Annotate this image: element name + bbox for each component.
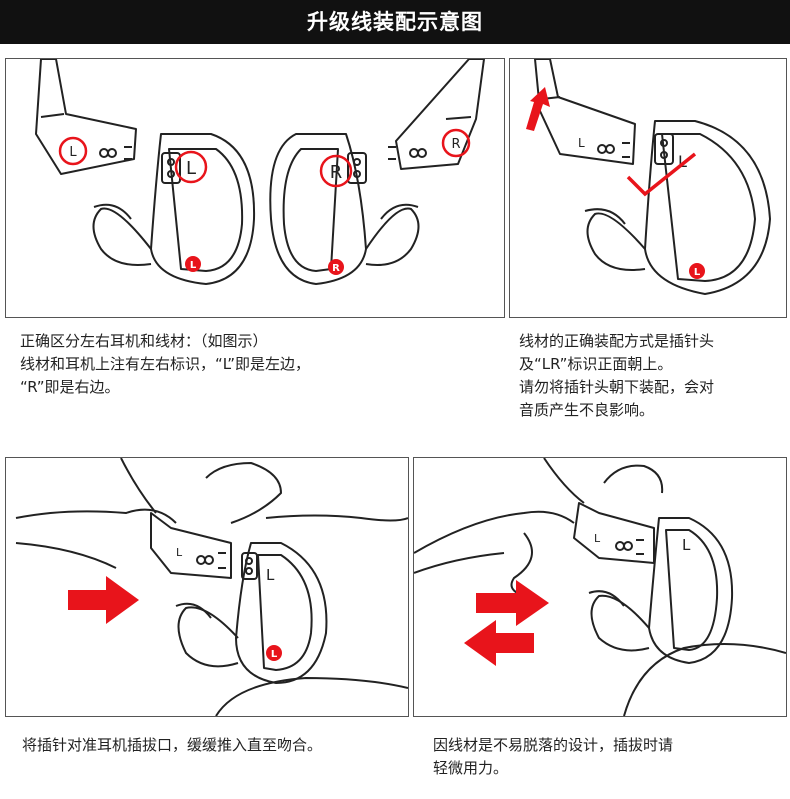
right-earphone-label: R — [330, 162, 343, 183]
panel-insert: L L L — [5, 457, 409, 717]
caption-insert: 将插针对准耳机插拔口，缓缓推入直至吻合。 — [22, 736, 323, 754]
caption-remove: 因线材是不易脱落的设计，插拔时请 轻微用力。 — [433, 736, 674, 777]
up-arrow-icon — [526, 87, 550, 131]
pin-orientation-illustration: L L L — [526, 59, 771, 295]
insert-plug-illustration: L L L — [15, 458, 408, 716]
caption-identify: 正确区分左右耳机和线材：（如图示） 线材和耳机上注有左右标识，“L”即是左边， … — [20, 332, 310, 396]
panel-pin-orientation: L L L — [509, 58, 787, 318]
left-dot-label: L — [190, 260, 197, 271]
left-earphone-label: L — [186, 158, 196, 179]
panel-identify-left-right: L L L R R R — [5, 58, 505, 318]
left-right-earphones-illustration: L L L R R R — [35, 59, 485, 285]
plug-label: L — [578, 136, 585, 150]
page-title: 升级线装配示意图 — [0, 0, 790, 44]
right-dot-label: R — [332, 263, 340, 274]
earphone-label: L — [266, 566, 275, 584]
left-plug-label: L — [69, 145, 77, 160]
remove-plug-illustration: L L — [414, 458, 786, 716]
right-plug-label: R — [451, 137, 460, 152]
dot-label: L — [694, 267, 701, 278]
push-arrow-icon — [476, 580, 549, 626]
right-arrow-icon — [68, 576, 139, 624]
earphone-label: L — [678, 152, 687, 171]
plug-label: L — [176, 546, 183, 559]
pull-arrow-icon — [464, 620, 534, 666]
earphone-label: L — [682, 536, 691, 554]
dot-label: L — [271, 649, 278, 660]
panel-remove: L L — [413, 457, 787, 717]
caption-orientation: 线材的正确装配方式是插针头 及“LR”标识正面朝上。 请勿将插针头朝下装配，会对… — [519, 332, 715, 419]
plug-label: L — [594, 532, 601, 545]
